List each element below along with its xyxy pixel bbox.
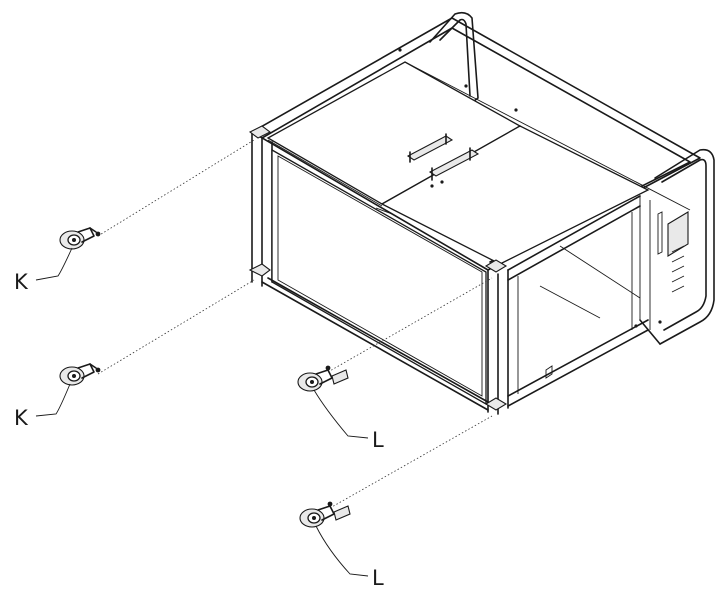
caster-wheel-l-lower [299, 501, 351, 528]
leader-k1 [35, 247, 73, 281]
callout-label-l-upper: L [372, 428, 384, 452]
leader-l1 [313, 389, 369, 439]
guide-line-l2 [329, 415, 493, 509]
leader-k2 [35, 383, 71, 417]
caster-wheel-l-upper [297, 365, 349, 392]
callout-leaders [35, 247, 369, 577]
caster-wheel-k-lower [59, 363, 101, 386]
guide-line-k2 [97, 279, 255, 375]
leader-l2 [315, 525, 369, 577]
callout-label-k-upper: K [14, 270, 29, 294]
caster-wheel-k-upper [59, 227, 101, 250]
assembly-guide-lines [97, 139, 493, 509]
cart-frame [248, 11, 715, 415]
guide-line-k1 [97, 139, 255, 237]
callout-label-l-lower: L [372, 566, 384, 590]
callout-label-k-lower: K [14, 406, 29, 430]
